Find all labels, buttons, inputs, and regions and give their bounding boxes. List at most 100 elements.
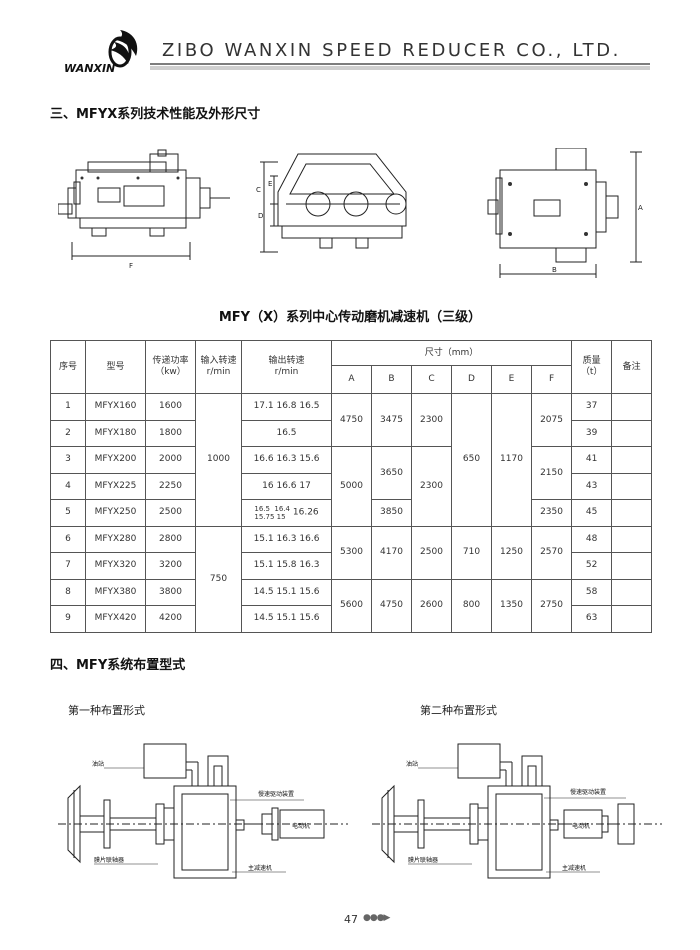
section4-title: 四、MFY系统布置型式 — [50, 658, 186, 673]
cell-mass: 48 — [571, 525, 613, 553]
table-title: MFY（X）系列中心传动磨机减速机（三级） — [218, 310, 482, 325]
label-main-reducer: 主减速机 — [248, 864, 272, 872]
cell-power: 1600 — [145, 393, 196, 421]
table-row: 4 MFYX225 2250 16 16.6 17 43 — [50, 472, 653, 500]
cell-dim-c: 2600 — [411, 578, 452, 633]
cell-dim-e: 1350 — [491, 578, 532, 633]
cell-no: 7 — [50, 552, 86, 580]
cell-power: 2500 — [145, 499, 196, 527]
cell-dim-f: 2570 — [530, 525, 573, 580]
cell-no: 9 — [50, 605, 86, 633]
cell-remark — [611, 419, 653, 447]
cell-power: 3200 — [145, 552, 196, 580]
cell-mass: 63 — [571, 605, 613, 633]
header-dim-d: D — [451, 365, 492, 394]
layout1-diagram: 油站 慢速驱动装置 电动机 膜片联轴器 主减速机 — [58, 743, 348, 879]
cell-power: 2800 — [145, 525, 196, 553]
cell-remark — [611, 552, 653, 580]
header-remark: 备注 — [611, 340, 653, 394]
cell-mass: 52 — [571, 552, 613, 580]
cell-output-speed: 15.1 16.3 16.6 — [241, 525, 332, 553]
page-number: 47 — [344, 913, 358, 926]
cell-mass: 39 — [571, 419, 613, 447]
cell-dim-b: 3850 — [371, 499, 412, 527]
section3-title: 三、MFYX系列技术性能及外形尺寸 — [50, 107, 261, 122]
cell-no: 4 — [50, 472, 86, 500]
cell-power: 2250 — [145, 472, 196, 500]
cell-dim-d: 800 — [451, 578, 492, 633]
table-row: 1 MFYX160 1600 1000 17.1 16.8 16.5 4750 … — [50, 393, 653, 527]
cell-dim-a: 4750 — [331, 393, 372, 447]
dim-e-label: E — [268, 180, 272, 188]
cell-remark — [611, 472, 653, 500]
header-rule — [150, 63, 650, 65]
cell-remark — [611, 578, 653, 606]
cell-model: MFYX380 — [85, 578, 146, 606]
layout2-title: 第二种布置形式 — [420, 704, 497, 717]
cell-output-speed: 16 16.6 17 — [241, 472, 332, 500]
cell-output-speed: 16.6 16.3 15.6 — [241, 446, 332, 474]
header-mass: 质量（t） — [571, 340, 613, 394]
header-dim-f: F — [530, 365, 573, 394]
dim-d-label: D — [258, 212, 263, 220]
label-diaphragm-coupling: 膜片联轴器 — [408, 856, 438, 864]
cell-power: 3800 — [145, 578, 196, 606]
cell-dim-f: 2075 — [530, 393, 573, 447]
cell-input-speed: 1000 — [195, 393, 242, 527]
cell-dim-b: 4170 — [371, 525, 412, 580]
cell-power: 1800 — [145, 419, 196, 447]
table-row: 8 MFYX380 3800 14.5 15.1 15.6 5600 4750 … — [50, 578, 653, 633]
cell-power: 4200 — [145, 605, 196, 633]
header-dim-b: B — [371, 365, 412, 394]
label-slow-drive: 慢速驱动装置 — [258, 790, 294, 798]
cell-no: 5 — [50, 499, 86, 527]
cell-dim-f: 2350 — [530, 499, 573, 527]
cell-dim-b: 4750 — [371, 578, 412, 633]
page-arrow-icon: ●●●▶ — [363, 913, 391, 923]
cell-dim-d: 650 — [451, 393, 492, 527]
cell-model: MFYX160 — [85, 393, 146, 421]
cell-output-speed: 17.1 16.8 16.5 — [241, 393, 332, 421]
cell-mass: 37 — [571, 393, 613, 421]
cell-remark — [611, 393, 653, 421]
cell-model: MFYX280 — [85, 525, 146, 553]
cell-dim-d: 710 — [451, 525, 492, 580]
label-motor: 电动机 — [292, 822, 310, 830]
cell-model: MFYX420 — [85, 605, 146, 633]
cell-model: MFYX320 — [85, 552, 146, 580]
table-row: 3 MFYX200 2000 16.6 16.3 15.6 5000 3650 … — [50, 446, 653, 527]
cell-model: MFYX180 — [85, 419, 146, 447]
cell-dim-b: 3650 — [371, 446, 412, 500]
cell-no: 8 — [50, 578, 86, 606]
cell-remark — [611, 525, 653, 553]
cell-no: 3 — [50, 446, 86, 474]
cell-remark — [611, 499, 653, 527]
label-diaphragm-coupling: 膜片联轴器 — [94, 856, 124, 864]
cell-dim-c: 2300 — [411, 446, 452, 527]
header-dimensions: 尺寸（mm） — [330, 340, 573, 366]
reducer-front-view-drawing: C E D — [256, 153, 407, 253]
cell-remark — [611, 605, 653, 633]
cell-dim-e: 1250 — [491, 525, 532, 580]
cell-dim-a: 5300 — [331, 525, 372, 580]
cell-model: MFYX225 — [85, 472, 146, 500]
label-motor: 电动机 — [572, 822, 590, 830]
cell-mass: 41 — [571, 446, 613, 474]
company-name: ZIBO WANXIN SPEED REDUCER CO., LTD. — [162, 40, 621, 61]
dim-c-label: C — [256, 186, 261, 194]
cell-no: 2 — [50, 419, 86, 447]
cell-dim-b: 3475 — [371, 393, 412, 447]
cell-output-speed: 14.5 15.1 15.6 — [241, 578, 332, 606]
header-dim-e: E — [491, 365, 532, 394]
dim-a-label: A — [638, 204, 643, 212]
reducer-side-view-drawing: F — [58, 149, 230, 270]
reducer-top-view-drawing: A B — [487, 148, 643, 278]
header-dim-a: A — [331, 365, 372, 394]
label-oil-station: 油站 — [406, 760, 418, 768]
cell-input-speed: 750 — [195, 525, 242, 633]
table-row: 9 MFYX420 4200 14.5 15.1 15.6 63 — [50, 605, 653, 633]
cell-dim-c: 2300 — [411, 393, 452, 447]
